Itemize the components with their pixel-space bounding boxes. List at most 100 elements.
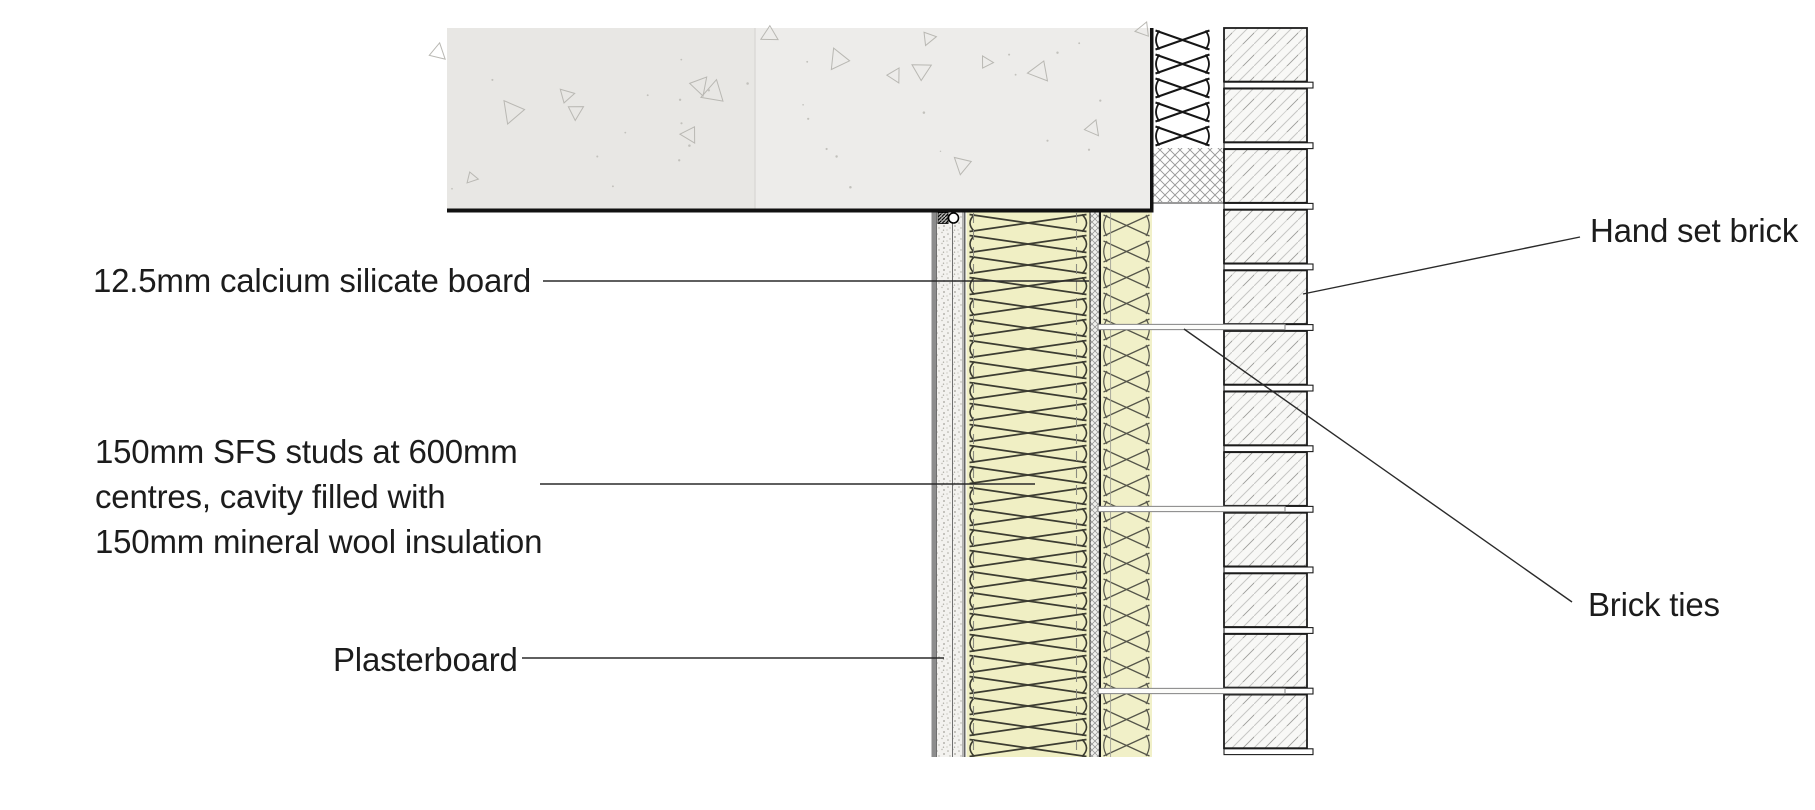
brick-tie	[1097, 323, 1286, 331]
label-plasterboard: Plasterboard	[333, 641, 518, 678]
external-insulation	[1101, 212, 1152, 757]
plasterboard-face-line	[931, 212, 937, 757]
aggregate-speck	[611, 185, 614, 188]
head-deflection-seal	[937, 212, 960, 224]
aggregate-speck	[491, 78, 494, 81]
brick	[1223, 87, 1308, 144]
aggregate-speck	[939, 150, 942, 153]
brick	[1223, 27, 1308, 83]
aggregate-triangle	[759, 24, 779, 41]
aggregate-triangle	[885, 67, 900, 84]
aggregate-speck	[825, 147, 828, 151]
aggregate-triangle	[1083, 118, 1100, 137]
slab-left-panel	[447, 28, 755, 211]
aggregate-speck	[1078, 42, 1081, 45]
aggregate-speck	[746, 82, 749, 85]
mortar-joint	[1223, 142, 1314, 150]
concrete-slab	[428, 20, 1154, 213]
brick	[1223, 633, 1308, 689]
brick	[1223, 269, 1308, 325]
head-packing-hatch	[937, 212, 949, 224]
aggregate-speck	[1008, 53, 1011, 56]
slab-edge-line	[1150, 28, 1154, 211]
aggregate-triangle	[830, 47, 851, 71]
brick	[1223, 511, 1308, 568]
aggregate-speck	[807, 117, 810, 120]
aggregate-speck	[678, 159, 681, 162]
label-sfs-studs-line1: 150mm SFS studs at 600mm	[95, 433, 518, 470]
aggregate-triangle	[503, 99, 526, 125]
aggregate-triangle	[678, 126, 696, 144]
brick-tie	[1097, 687, 1286, 695]
aggregate-speck	[688, 144, 691, 147]
mortar-joint	[1223, 202, 1314, 210]
aggregate-speck	[1046, 139, 1049, 142]
mortar-joint	[1223, 748, 1314, 756]
aggregate-speck	[646, 94, 649, 97]
aggregate-speck	[707, 89, 710, 92]
leader-hand-set-brick	[1302, 236, 1581, 295]
aggregate-triangle	[567, 106, 585, 122]
brick-ties-group	[1097, 323, 1286, 695]
brick	[1223, 330, 1308, 386]
mortar-joint	[1223, 627, 1314, 634]
backer-rod-circle	[947, 212, 960, 224]
aggregate-speck	[849, 185, 852, 189]
aggregate-triangle	[911, 64, 933, 82]
aggregate-speck	[1014, 73, 1017, 76]
plasterboard-layer-2	[952, 212, 963, 757]
mineral-wool-insulation	[966, 212, 1090, 757]
aggregate-triangle	[1026, 60, 1049, 82]
aggregate-speck	[680, 122, 683, 125]
brick-column	[1223, 27, 1308, 750]
plasterboard-lining	[931, 212, 966, 757]
cavity-barrier-block	[1153, 148, 1224, 203]
brick	[1223, 451, 1308, 507]
brick	[1223, 693, 1308, 750]
brick	[1223, 390, 1308, 447]
aggregate-speck	[835, 155, 838, 158]
leader-lines	[522, 236, 1581, 659]
aggregate-speck	[1056, 51, 1059, 54]
aggregate-speck	[624, 131, 627, 134]
mortar-joint	[1223, 263, 1314, 271]
slab-right-panel	[755, 28, 1152, 211]
mortar-joint	[1223, 81, 1314, 89]
brick-tie	[1097, 505, 1286, 513]
brick	[1223, 572, 1308, 628]
aggregate-triangle	[923, 31, 938, 47]
aggregate-triangle	[953, 156, 973, 176]
aggregate-speck	[596, 155, 599, 158]
slab-soffit-line	[447, 208, 1154, 213]
label-brick-ties: Brick ties	[1588, 586, 1720, 623]
aggregate-triangle	[1134, 20, 1149, 37]
aggregate-marks	[428, 20, 1149, 190]
aggregate-triangle	[981, 55, 995, 69]
slab-edge-insulation-strip	[1153, 28, 1212, 148]
brick	[1223, 208, 1308, 265]
mortar-joint	[1223, 566, 1314, 574]
aggregate-speck	[806, 60, 809, 63]
aggregate-speck	[451, 187, 453, 190]
aggregate-triangle	[559, 88, 576, 104]
leader-brick-ties	[1183, 328, 1573, 603]
aggregate-triangle	[428, 41, 446, 60]
aggregate-speck	[1087, 148, 1091, 151]
cavity-barrier	[1153, 28, 1224, 204]
label-calcium-silicate-board: 12.5mm calcium silicate board	[93, 262, 531, 299]
label-hand-set-brick: Hand set brick	[1590, 212, 1799, 249]
aggregate-speck	[678, 98, 682, 101]
aggregate-speck	[680, 58, 683, 61]
aggregate-speck	[802, 103, 804, 106]
plasterboard-layer-1	[936, 212, 953, 757]
aggregate-triangle	[700, 78, 724, 102]
brick	[1223, 148, 1308, 204]
aggregate-triangle	[688, 76, 708, 98]
mortar-joint	[1223, 445, 1314, 453]
label-sfs-studs-line3: 150mm mineral wool insulation	[95, 523, 542, 560]
calcium-silicate-board	[1089, 212, 1102, 757]
label-sfs-studs-line2: centres, cavity filled with	[95, 478, 445, 515]
aggregate-speck	[1099, 99, 1102, 102]
